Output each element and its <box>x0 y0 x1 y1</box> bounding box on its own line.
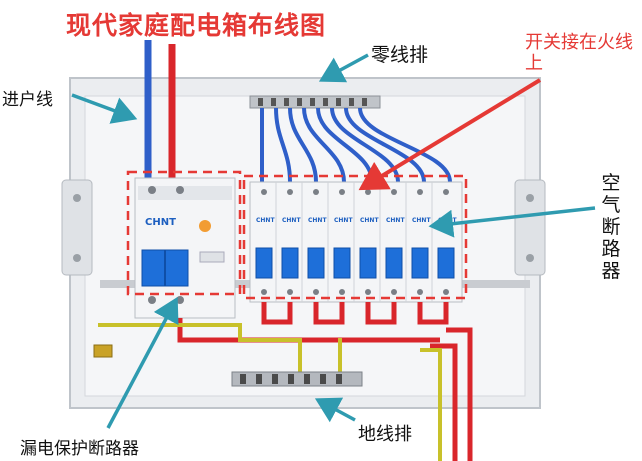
svg-text:CHNT: CHNT <box>145 217 176 228</box>
ground-bar-arrow <box>314 397 356 423</box>
diagram-title: 现代家庭配电箱布线图 <box>66 11 327 40</box>
rcd-arrow <box>106 296 179 429</box>
ground-terminal <box>93 344 113 358</box>
ground-bar <box>231 371 363 387</box>
mcb-label: 空气断路器 <box>601 172 621 282</box>
neutral-wires <box>260 107 452 183</box>
mcb-arrow <box>428 206 596 238</box>
neutral-bar-label: 零线排 <box>371 44 429 66</box>
svg-text:CHNT: CHNT <box>308 217 327 224</box>
svg-text:CHNT: CHNT <box>360 217 379 224</box>
neutral-bar-arrow <box>318 53 369 83</box>
highlight-boxes <box>126 170 468 300</box>
incoming-line-label: 进户线 <box>2 90 53 110</box>
switch-note-label: 开关接在火线上 <box>525 32 633 74</box>
svg-text:CHNT: CHNT <box>282 217 301 224</box>
svg-text:CHNT: CHNT <box>256 217 275 224</box>
rcd-label: 漏电保护断路器 <box>20 439 139 459</box>
switch-note-arrow <box>358 78 542 191</box>
svg-text:CHNT: CHNT <box>386 217 405 224</box>
ground-wires <box>98 323 442 461</box>
incoming-wires <box>144 40 176 178</box>
callout-arrows <box>71 53 596 429</box>
svg-text:CHNT: CHNT <box>334 217 353 224</box>
ground-bar-label: 地线排 <box>358 424 412 445</box>
neutral-bar <box>249 95 381 109</box>
svg-text:CHNT: CHNT <box>412 217 431 224</box>
rcd-breaker: CHNT <box>134 177 236 319</box>
incoming-line-arrow <box>71 93 138 124</box>
